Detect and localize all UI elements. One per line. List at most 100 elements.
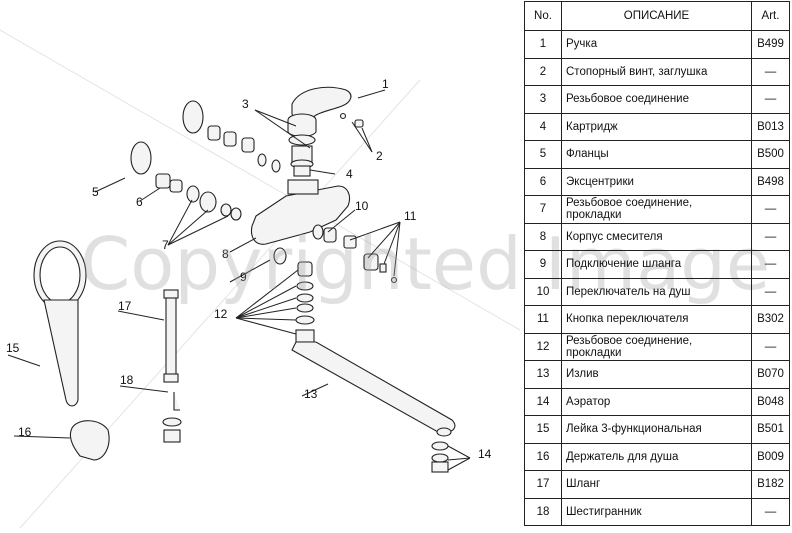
callout-18: 18: [120, 373, 134, 387]
part-shower-head: [33, 240, 87, 407]
callout-17: 17: [118, 299, 132, 313]
callout-7: 7: [162, 238, 169, 252]
cell-article: B499: [751, 30, 790, 59]
cell-no: 8: [524, 222, 562, 251]
cell-article: B501: [751, 415, 790, 444]
part-hose-connection: [273, 247, 287, 265]
cell-no: 18: [524, 497, 562, 526]
cell-description: Держатель для душа: [561, 442, 752, 471]
cell-no: 6: [524, 167, 562, 196]
callout-1: 1: [382, 77, 389, 91]
cell-no: 16: [524, 442, 562, 471]
cell-description: Лейка 3-функциональная: [561, 415, 752, 444]
cell-article: B070: [751, 360, 790, 389]
cell-description: Стопорный винт, заглушка: [561, 57, 752, 86]
callout-12: 12: [214, 307, 228, 321]
cell-description: Ручка: [561, 30, 752, 59]
callout-5: 5: [92, 185, 99, 199]
cell-description: Резьбовое соединение, прокладки: [561, 332, 752, 361]
cell-no: 15: [524, 415, 562, 444]
cell-no: 5: [524, 140, 562, 169]
cell-description: Переключатель на душ: [561, 277, 752, 306]
cell-article: B500: [751, 140, 790, 169]
part-upper-connectors: [207, 125, 281, 173]
callout-9: 9: [240, 270, 247, 284]
cell-article: —: [751, 85, 790, 114]
part-aerator: [431, 441, 449, 473]
callout-3: 3: [242, 97, 249, 111]
part-hose: [163, 289, 179, 383]
callout-14: 14: [478, 447, 492, 461]
cell-no: 9: [524, 250, 562, 279]
cell-no: 10: [524, 277, 562, 306]
callout-labels: 1 2 3 4 5 6 7 8 9 10 11 12 13 14 15 16 1…: [6, 77, 492, 461]
cell-no: 13: [524, 360, 562, 389]
cell-description: Кнопка переключателя: [561, 305, 752, 334]
cell-article: B182: [751, 470, 790, 499]
cell-article: —: [751, 57, 790, 86]
part-handle: [287, 86, 352, 138]
cell-description: Картридж: [561, 112, 752, 141]
cell-description: Подключение шланга: [561, 250, 752, 279]
cell-no: 4: [524, 112, 562, 141]
callout-15: 15: [6, 341, 20, 355]
cell-article: —: [751, 277, 790, 306]
cell-article: B013: [751, 112, 790, 141]
callout-13: 13: [304, 387, 318, 401]
cell-no: 11: [524, 305, 562, 334]
cell-description: Резьбовое соединение, прокладки: [561, 195, 752, 224]
cell-no: 17: [524, 470, 562, 499]
header-no: No.: [524, 1, 562, 31]
leader-lines: [7, 89, 471, 471]
cell-article: B302: [751, 305, 790, 334]
part-holder: [69, 420, 110, 461]
exploded-diagram: 1 2 3 4 5 6 7 8 9 10 11 12 13 14 15 16 1…: [0, 29, 521, 529]
cell-article: —: [751, 250, 790, 279]
cell-description: Резьбовое соединение: [561, 85, 752, 114]
part-hex-key: [162, 392, 182, 443]
cell-description: Аэратор: [561, 387, 752, 416]
callout-16: 16: [18, 425, 32, 439]
diagram-canvas: 1 2 3 4 5 6 7 8 9 10 11 12 13 14 15 16 1…: [0, 29, 521, 529]
cell-no: 3: [524, 85, 562, 114]
callout-6: 6: [136, 195, 143, 209]
header-article: Art.: [751, 1, 790, 31]
cell-article: —: [751, 195, 790, 224]
part-eccentric: [155, 173, 183, 193]
cell-article: B009: [751, 442, 790, 471]
part-screw-plug: [339, 112, 364, 128]
cell-description: Корпус смесителя: [561, 222, 752, 251]
cell-no: 7: [524, 195, 562, 224]
part-rings-left: [186, 185, 242, 221]
cell-article: —: [751, 332, 790, 361]
callout-2: 2: [376, 149, 383, 163]
cell-article: —: [751, 222, 790, 251]
cell-article: —: [751, 497, 790, 526]
callout-4: 4: [346, 167, 353, 181]
cell-no: 14: [524, 387, 562, 416]
table-header-row: No. ОПИСАНИЕ Art.: [524, 1, 790, 31]
cell-article: B498: [751, 167, 790, 196]
cell-no: 2: [524, 57, 562, 86]
header-description: ОПИСАНИЕ: [561, 1, 752, 31]
cell-no: 1: [524, 30, 562, 59]
cell-description: Излив: [561, 360, 752, 389]
part-mixer-body: [250, 179, 351, 245]
